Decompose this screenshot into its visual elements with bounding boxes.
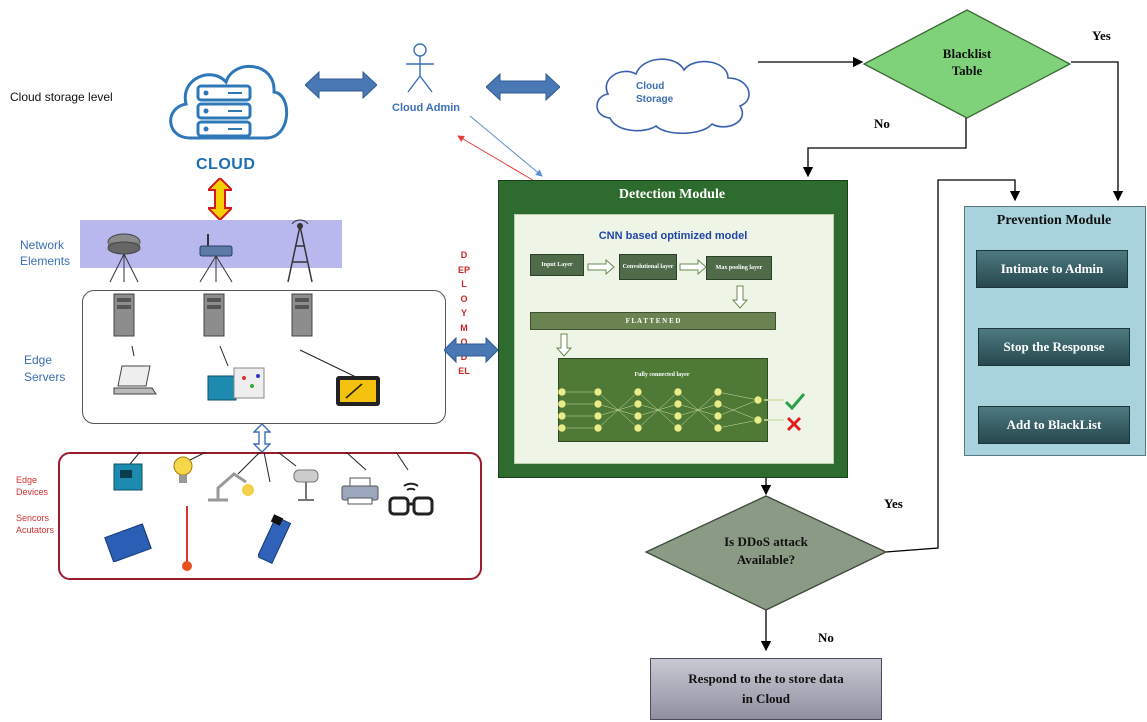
edge-devices-box bbox=[58, 452, 482, 580]
printer-icon bbox=[341, 477, 379, 505]
fully-connected-label: Fully connected layer bbox=[634, 372, 690, 378]
ddos-yes-label: Yes bbox=[884, 496, 903, 511]
cnn-flow-arrows bbox=[555, 258, 749, 357]
sensor-module-icon bbox=[104, 523, 152, 562]
cnn-model-title: CNN based optimized model bbox=[598, 230, 748, 242]
cloud-admin-double-arrow bbox=[305, 70, 377, 100]
blacklist-diamond bbox=[862, 9, 1072, 119]
server-tower-icon bbox=[291, 293, 313, 337]
input-layer-box: Input Layer bbox=[530, 254, 584, 276]
sensors-actuators-label: Sencors Acutators bbox=[16, 513, 55, 535]
cloud-storage-level-label: Cloud storage level bbox=[10, 90, 113, 104]
light-bulb-icon bbox=[173, 456, 193, 483]
ddos-no-label: No bbox=[818, 630, 834, 645]
security-camera-icon bbox=[293, 469, 319, 501]
ddos-label: Is DDoS attack Available? bbox=[724, 534, 808, 567]
edge-servers-label: Edge Servers bbox=[24, 353, 66, 384]
detection-module-title: Detection Module bbox=[618, 187, 726, 202]
edge-servers-box bbox=[82, 290, 446, 424]
edge-server-links bbox=[131, 345, 359, 379]
fully-connected-panel bbox=[558, 358, 768, 442]
flattened-bar: F L A T T E N E D bbox=[530, 312, 776, 330]
cloud-label: CLOUD bbox=[196, 156, 256, 173]
cloud-admin-label: Cloud Admin bbox=[392, 102, 461, 114]
smart-glasses-icon bbox=[388, 482, 434, 516]
neural-network-graphic bbox=[558, 387, 806, 433]
prevention-step: Stop the Response bbox=[978, 328, 1130, 366]
cloud-server-icon bbox=[169, 65, 288, 140]
arduino-board-icon bbox=[207, 367, 265, 401]
blacklist-no-label: No bbox=[874, 116, 890, 131]
prevention-step: Add to BlackList bbox=[978, 406, 1130, 444]
blacklist-yes-label: Yes bbox=[1092, 28, 1111, 43]
microcontroller-icon bbox=[113, 463, 143, 491]
ir-sensor-icon bbox=[258, 514, 292, 564]
tablet-icon bbox=[336, 376, 380, 406]
cloud-admin-icon bbox=[406, 43, 434, 93]
conv-layer-box: Convolutional layer bbox=[619, 254, 677, 280]
cloud-storage-label: Cloud Storage bbox=[636, 81, 674, 105]
respond-box: Respond to the to store data in Cloud bbox=[650, 658, 882, 720]
prevention-step: Intimate to Admin bbox=[976, 250, 1128, 288]
server-tower-icon bbox=[203, 293, 225, 337]
edge-devices-label: Edge Devices bbox=[16, 475, 49, 497]
router-icon bbox=[107, 233, 141, 283]
robot-arm-icon bbox=[208, 472, 254, 502]
network-elements-label: Network Elements bbox=[20, 238, 71, 268]
cloud-storage-shape bbox=[596, 58, 750, 134]
maxpool-layer-box: Max pooling layer bbox=[706, 256, 772, 280]
wireless-router-icon bbox=[199, 234, 233, 283]
device-links bbox=[129, 452, 409, 482]
servers-devices-arrow bbox=[253, 424, 271, 452]
deploy-double-arrow bbox=[444, 336, 498, 364]
prevention-module-title: Prevention Module bbox=[996, 213, 1112, 228]
blacklist-label: Blacklist Table bbox=[942, 46, 992, 78]
admin-storage-double-arrow bbox=[486, 72, 560, 102]
thermometer-icon bbox=[182, 506, 192, 571]
server-tower-icon bbox=[113, 293, 135, 337]
laptop-icon bbox=[113, 365, 157, 395]
ddos-diamond bbox=[644, 495, 888, 611]
cloud-network-arrow bbox=[208, 178, 232, 220]
cell-tower-icon bbox=[287, 219, 313, 283]
